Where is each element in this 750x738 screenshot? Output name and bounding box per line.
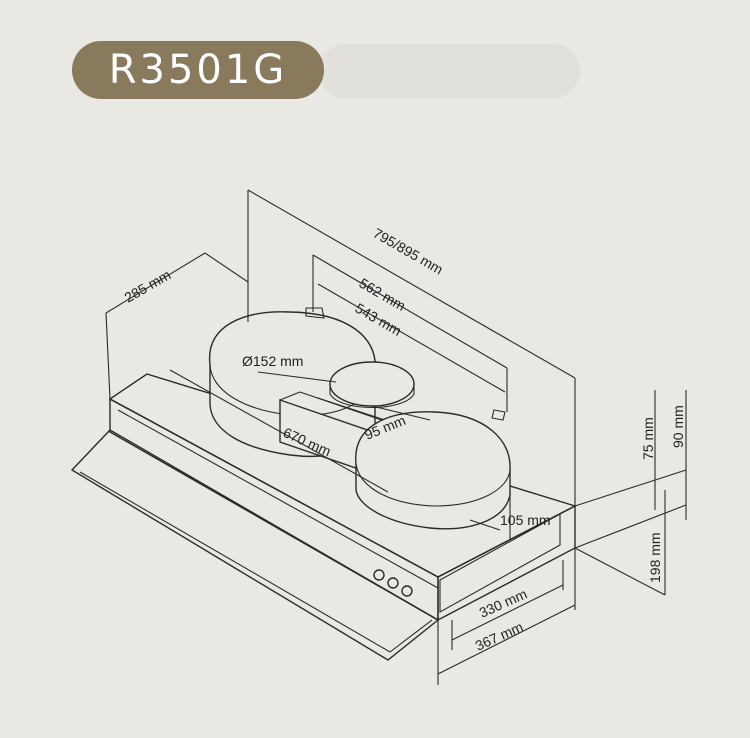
label-rear-105: 105 mm <box>500 512 551 528</box>
duct-collar <box>329 361 415 408</box>
filter-right <box>355 411 511 530</box>
control-knobs <box>373 569 413 597</box>
label-width-795-895: 795/895 mm <box>371 225 446 278</box>
label-depth-367: 367 mm <box>473 619 526 654</box>
knob-3 <box>401 585 413 597</box>
label-depth-330: 330 mm <box>477 586 530 621</box>
label-duct-diameter: Ø152 mm <box>242 353 303 369</box>
ghost-badge <box>318 44 580 98</box>
dimension-lines <box>105 189 687 685</box>
knob-2 <box>387 577 399 589</box>
model-name: R3501G <box>108 47 288 93</box>
label-depth-285: 285 mm <box>122 266 174 305</box>
knob-1 <box>373 569 385 581</box>
hood-body <box>70 373 577 661</box>
mounting-brackets <box>305 307 506 421</box>
label-height-75: 75 mm <box>640 417 656 460</box>
label-height-90: 90 mm <box>670 405 686 448</box>
model-badge: R3501G <box>72 41 324 99</box>
label-height-198: 198 mm <box>647 532 663 583</box>
